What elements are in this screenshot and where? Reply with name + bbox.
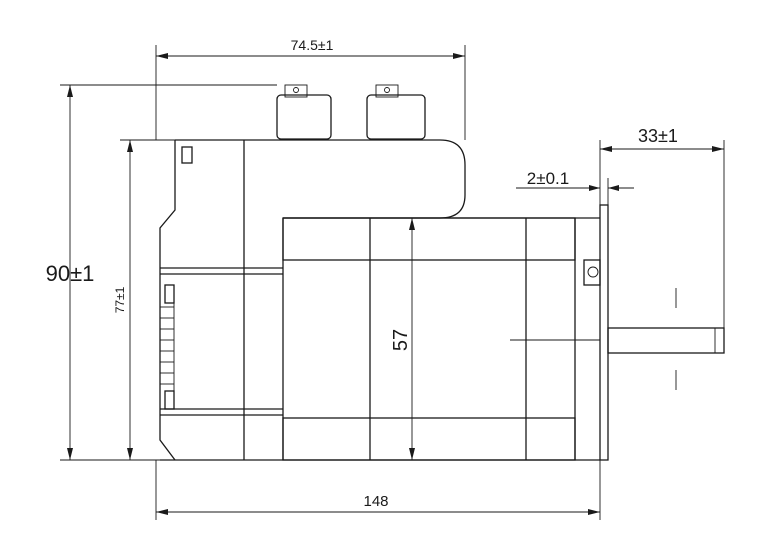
- dim-inner-height-label: 77±1: [113, 286, 127, 313]
- motor-body: [159, 84, 725, 461]
- dim-total-length: 148: [155, 460, 601, 520]
- dim-flange-thickness: 2±0.1: [516, 169, 634, 205]
- dim-body-size-label: 57: [390, 329, 412, 351]
- dim-top-width-label: 74.5±1: [291, 37, 334, 53]
- dim-shaft-length: 33±1: [599, 126, 725, 328]
- connector-left: [276, 84, 332, 140]
- dim-total-height: 90±1: [46, 84, 277, 461]
- dim-body-size: 57: [390, 218, 415, 460]
- output-shaft: [510, 288, 725, 390]
- dim-inner-height: 77±1: [113, 139, 175, 460]
- connector-right: [366, 84, 426, 140]
- front-flange: [583, 204, 609, 461]
- stator-body: [282, 217, 600, 461]
- dim-top-width: 74.5±1: [155, 37, 466, 140]
- rear-cover: [159, 140, 176, 461]
- dim-total-height-label: 90±1: [46, 261, 95, 286]
- dim-total-length-label: 148: [363, 493, 388, 510]
- dim-shaft-length-label: 33±1: [638, 126, 678, 146]
- drive-housing: [175, 139, 466, 219]
- dim-flange-thickness-label: 2±0.1: [527, 169, 569, 188]
